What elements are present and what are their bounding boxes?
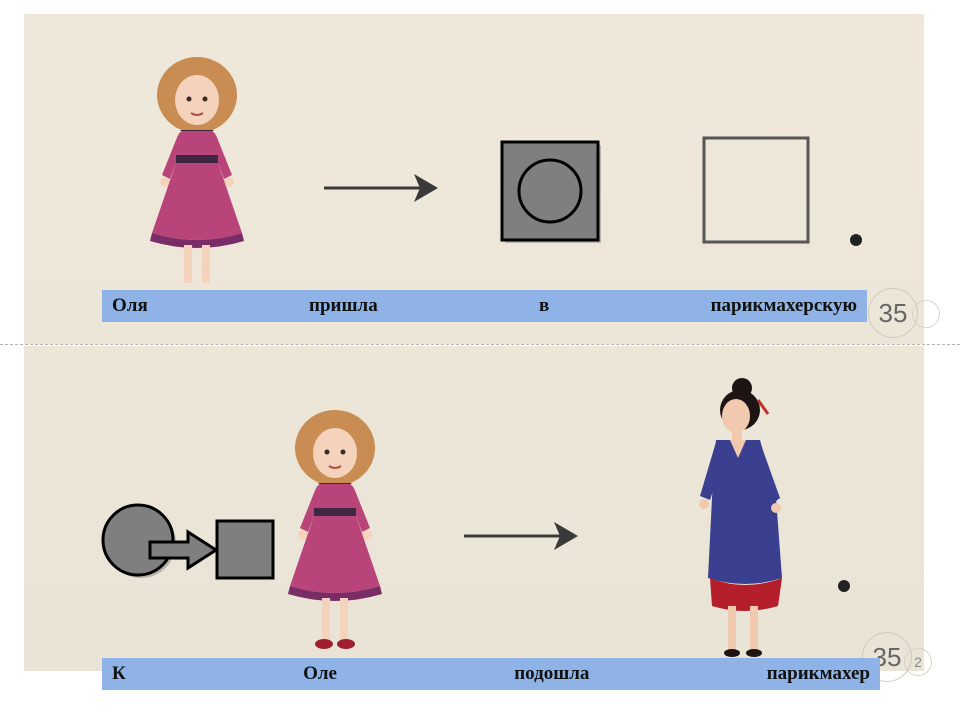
caption-word: пришла <box>309 295 378 316</box>
page-number-partial <box>912 300 940 328</box>
girl-figure-icon <box>288 410 382 649</box>
caption-word: Оля <box>112 295 148 316</box>
page-number: 35 <box>868 288 918 338</box>
period-dot-icon <box>838 580 850 592</box>
caption-word: парикмахер <box>766 663 870 684</box>
caption-word: Оле <box>303 663 337 684</box>
top-caption-bar: Оля пришла в парикмахерскую <box>102 290 867 322</box>
caption-word: в <box>539 295 550 316</box>
page-number-partial: 2 <box>904 648 932 676</box>
girl-figure-icon <box>150 57 244 283</box>
fold-line <box>0 344 960 347</box>
empty-square-icon <box>702 136 810 244</box>
period-dot-icon <box>850 234 862 246</box>
hairdresser-figure-icon <box>699 378 782 657</box>
caption-word: подошла <box>514 663 590 684</box>
bottom-caption-bar: К Оле подошла парикмахер <box>102 658 880 690</box>
caption-word: К <box>112 663 126 684</box>
circle-to-square-arrow-icon <box>101 503 275 580</box>
caption-word: парикмахерскую <box>710 295 857 316</box>
circle-in-square-icon <box>500 140 601 243</box>
right-arrow-icon <box>464 522 578 550</box>
right-arrow-icon <box>324 174 438 202</box>
